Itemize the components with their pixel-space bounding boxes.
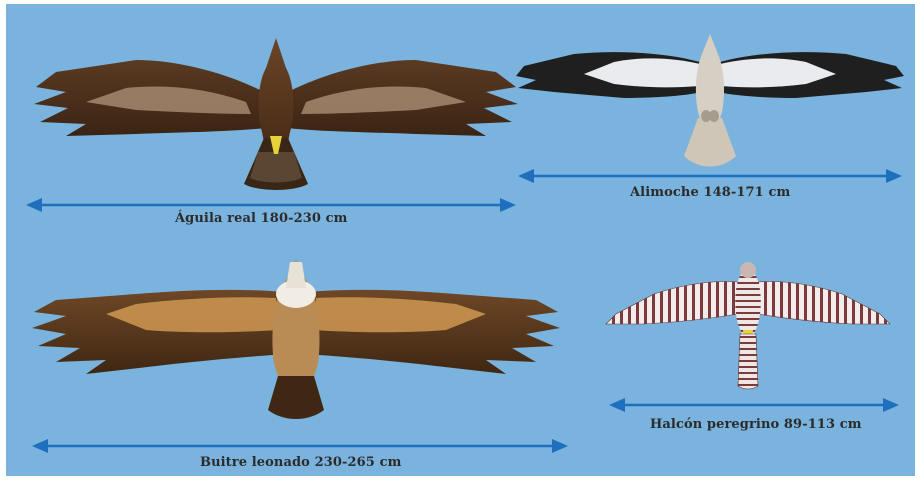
golden-eagle-illustration [26, 32, 526, 202]
griffon-vulture-illustration [26, 254, 566, 434]
peregrine-falcon-illustration [604, 258, 892, 394]
griffon-vulture-wingspan-arrow [32, 438, 568, 454]
egyptian-vulture-illustration [514, 32, 906, 177]
egyptian-vulture-label: Alimoche 148-171 cm [630, 185, 790, 200]
golden-eagle-label: Águila real 180-230 cm [175, 211, 348, 226]
egyptian-vulture-wingspan-arrow [518, 168, 902, 184]
griffon-vulture-label: Buitre leonado 230-265 cm [200, 455, 401, 470]
peregrine-falcon-wingspan-arrow [609, 397, 899, 413]
peregrine-falcon-label: Halcón peregrino 89-113 cm [650, 417, 862, 432]
wingspan-comparison-panel: Águila real 180-230 cm Alimoche 148-171 … [6, 4, 915, 476]
